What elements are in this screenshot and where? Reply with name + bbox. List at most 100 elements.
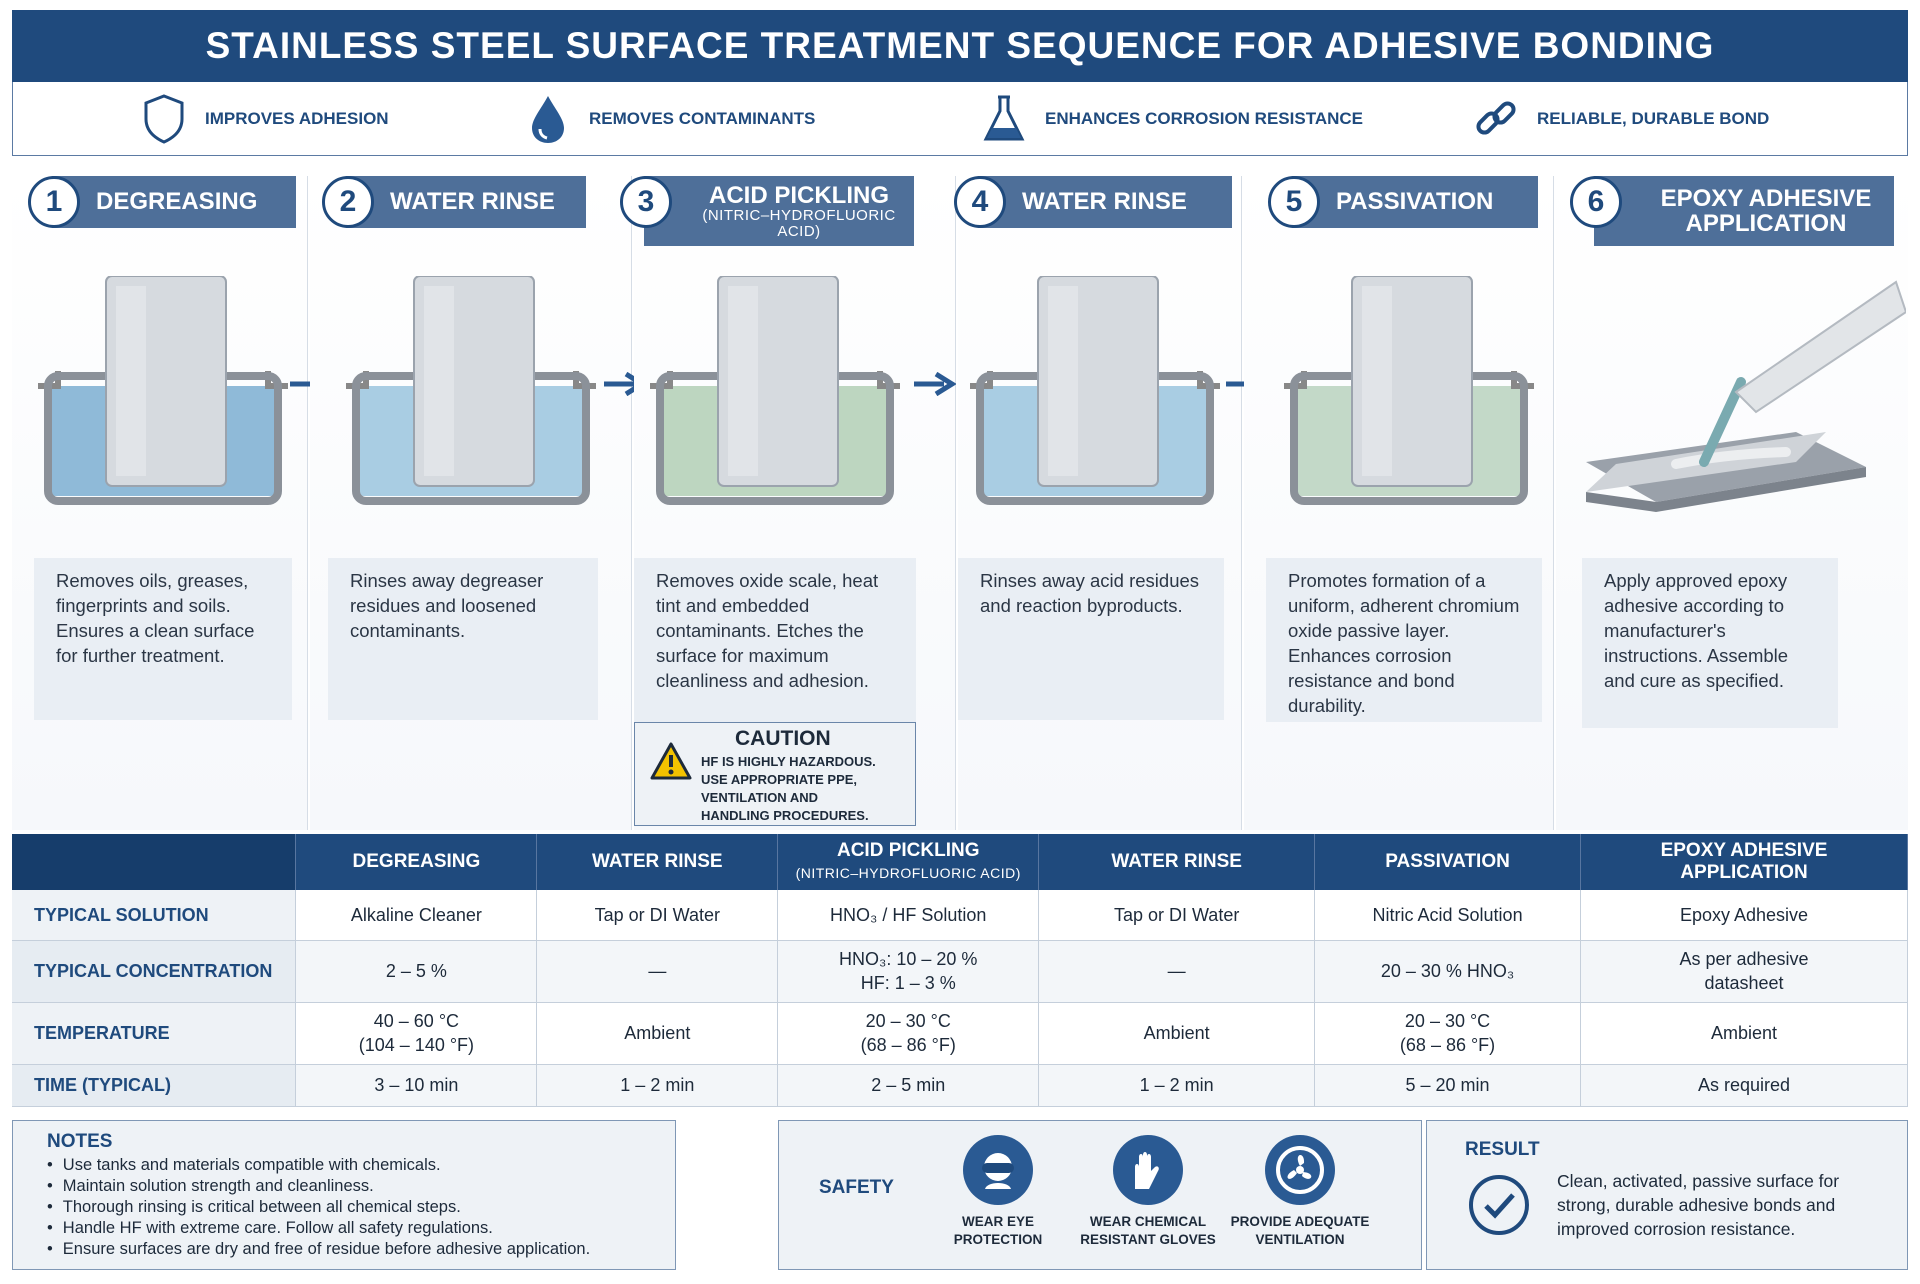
notes-box: NOTES Use tanks and materials compatible… bbox=[12, 1120, 676, 1270]
caution-text: HF IS HIGHLY HAZARDOUS. USE APPROPRIATE … bbox=[701, 753, 876, 825]
step-acid-pickling: 3 ACID PICKLING (NITRIC–HYDROFLUORIC ACI… bbox=[620, 176, 956, 830]
water-drop-icon bbox=[532, 96, 564, 143]
step-passivation: 5 PASSIVATION Promotes formation of a un… bbox=[1244, 176, 1554, 830]
note-item: Ensure surfaces are dry and free of resi… bbox=[47, 1239, 675, 1260]
step-water-rinse-2: 4 WATER RINSE Rinses away acid residues … bbox=[954, 176, 1242, 830]
table-header-row: DEGREASING WATER RINSE ACID PICKLING (NIT… bbox=[12, 834, 1908, 890]
fan-icon bbox=[1265, 1135, 1335, 1205]
row-header: TYPICAL SOLUTION bbox=[12, 890, 297, 941]
step-water-rinse-1: 2 WATER RINSE Rinses away degreaser resi… bbox=[310, 176, 632, 830]
note-item: Maintain solution strength and cleanline… bbox=[47, 1176, 675, 1197]
table-column-header: WATER RINSE bbox=[536, 834, 779, 890]
result-box: RESULT Clean, activated, passive surface… bbox=[1426, 1120, 1908, 1270]
note-item: Handle HF with extreme care. Follow all … bbox=[47, 1218, 675, 1239]
process-parameters-table: DEGREASING WATER RINSE ACID PICKLING (NIT… bbox=[12, 834, 1908, 1107]
benefits-bar: IMPROVES ADHESION REMOVES CONTAMINANTS E… bbox=[12, 82, 1908, 156]
table-cell: HNO₃: 10 – 20 % HF: 1 – 3 % bbox=[777, 940, 1040, 1003]
warning-triangle-icon bbox=[650, 742, 692, 780]
step-badge: 4 WATER RINSE bbox=[954, 176, 1232, 228]
tank-illustration bbox=[1284, 276, 1534, 505]
page-title: STAINLESS STEEL SURFACE TREATMENT SEQUEN… bbox=[12, 10, 1908, 82]
gloves-icon bbox=[1113, 1135, 1183, 1205]
adhesive-application-illustration bbox=[1586, 280, 1906, 512]
step-badge: 1 DEGREASING bbox=[28, 176, 296, 228]
step-title: DEGREASING bbox=[96, 188, 258, 216]
result-title: RESULT bbox=[1465, 1139, 1540, 1160]
caution-line: HANDLING PROCEDURES. bbox=[701, 808, 869, 823]
table-row: TIME (TYPICAL) 3 – 10 min 1 – 2 min 2 – … bbox=[12, 1064, 1908, 1107]
table-cell: As required bbox=[1580, 1064, 1908, 1107]
safety-title: SAFETY bbox=[819, 1177, 894, 1198]
step-description: Apply approved epoxy adhesive according … bbox=[1582, 558, 1838, 728]
step-title: WATER RINSE bbox=[1022, 188, 1187, 216]
caution-box: CAUTION HF IS HIGHLY HAZARDOUS. USE APPR… bbox=[634, 722, 916, 826]
table-row: TYPICAL CONCENTRATION 2 – 5 % — HNO₃: 10… bbox=[12, 940, 1908, 1003]
notes-list: Use tanks and materials compatible with … bbox=[47, 1155, 675, 1260]
benefit-improves-adhesion: IMPROVES ADHESION bbox=[141, 82, 389, 156]
table-cell: Tap or DI Water bbox=[536, 890, 779, 941]
result-text: Clean, activated, passive surface for st… bbox=[1557, 1171, 1840, 1239]
step-number: 4 bbox=[954, 176, 1006, 228]
table-cell: 1 – 2 min bbox=[536, 1064, 779, 1107]
note-item: Thorough rinsing is critical between all… bbox=[47, 1197, 675, 1218]
goggles-icon bbox=[963, 1135, 1033, 1205]
table-cell: Ambient bbox=[1580, 1002, 1908, 1065]
step-description: Removes oils, greases, fingerprints and … bbox=[34, 558, 292, 720]
caution-line: VENTILATION AND bbox=[701, 790, 818, 805]
benefit-label: IMPROVES ADHESION bbox=[205, 109, 389, 128]
table-cell: HNO₃ / HF Solution bbox=[777, 890, 1040, 941]
row-header: TIME (TYPICAL) bbox=[12, 1064, 297, 1107]
table-cell: Alkaline Cleaner bbox=[295, 890, 538, 941]
safety-item-ventilation: PROVIDE ADEQUATE VENTILATION bbox=[1225, 1135, 1375, 1249]
step-description: Rinses away degreaser residues and loose… bbox=[328, 558, 598, 720]
tank-illustration bbox=[346, 276, 596, 505]
table-column-header: ACID PICKLING (NITRIC–HYDROFLUORIC ACID) bbox=[777, 834, 1040, 890]
caution-line: USE APPROPRIATE PPE, bbox=[701, 772, 858, 787]
table-cell: — bbox=[536, 940, 779, 1003]
benefit-durable-bond: RELIABLE, DURABLE BOND bbox=[1473, 82, 1769, 156]
note-item: Use tanks and materials compatible with … bbox=[47, 1155, 675, 1176]
step-badge: 5 PASSIVATION bbox=[1268, 176, 1538, 228]
shield-icon bbox=[144, 94, 184, 144]
tank-illustration bbox=[650, 276, 900, 505]
step-description: Promotes formation of a uniform, adheren… bbox=[1266, 558, 1542, 722]
table-column-header: EPOXY ADHESIVE APPLICATION bbox=[1580, 834, 1908, 890]
table-cell: 20 – 30 °C (68 – 86 °F) bbox=[777, 1002, 1040, 1065]
step-title: WATER RINSE bbox=[390, 188, 555, 216]
table-cell: 3 – 10 min bbox=[295, 1064, 538, 1107]
step-title: EPOXY ADHESIVE APPLICATION bbox=[1660, 184, 1872, 237]
table-cell: Tap or DI Water bbox=[1038, 890, 1316, 941]
table-column-header: WATER RINSE bbox=[1038, 834, 1316, 890]
table-cell: 20 – 30 % HNO₃ bbox=[1314, 940, 1582, 1003]
chain-link-icon bbox=[1476, 101, 1516, 135]
caution-line: HF IS HIGHLY HAZARDOUS. bbox=[701, 754, 876, 769]
table-cell: 2 – 5 min bbox=[777, 1064, 1040, 1107]
table-corner-header bbox=[12, 834, 297, 890]
column-title: ACID PICKLING bbox=[836, 840, 980, 861]
table-cell: 20 – 30 °C (68 – 86 °F) bbox=[1314, 1002, 1582, 1065]
tank-illustration bbox=[970, 276, 1220, 505]
table-cell: 5 – 20 min bbox=[1314, 1064, 1582, 1107]
step-number: 3 bbox=[620, 176, 672, 228]
benefit-label: RELIABLE, DURABLE BOND bbox=[1537, 109, 1770, 128]
safety-label: WEAR EYE PROTECTION bbox=[953, 1214, 1043, 1247]
benefit-label: REMOVES CONTAMINANTS bbox=[589, 109, 816, 128]
table-cell: Ambient bbox=[536, 1002, 779, 1065]
step-number: 5 bbox=[1268, 176, 1320, 228]
table-cell: — bbox=[1038, 940, 1316, 1003]
table-cell: As per adhesive datasheet bbox=[1580, 940, 1908, 1003]
row-header: TYPICAL CONCENTRATION bbox=[12, 940, 297, 1003]
flask-icon bbox=[983, 95, 1025, 141]
benefit-removes-contaminants: REMOVES CONTAMINANTS bbox=[525, 82, 815, 156]
row-header: TEMPERATURE bbox=[12, 1002, 297, 1065]
step-title: PASSIVATION bbox=[1336, 188, 1494, 216]
step-badge: 2 WATER RINSE bbox=[322, 176, 586, 228]
step-epoxy-application: 6 EPOXY ADHESIVE APPLICATION Apply appro… bbox=[1556, 176, 1908, 830]
tank-illustration bbox=[38, 276, 288, 505]
table-cell: Nitric Acid Solution bbox=[1314, 890, 1582, 941]
table-column-header: PASSIVATION bbox=[1314, 834, 1582, 890]
table-column-header: DEGREASING bbox=[295, 834, 538, 890]
column-subtitle: (NITRIC–HYDROFLUORIC ACID) bbox=[795, 865, 1021, 881]
step-number: 1 bbox=[28, 176, 80, 228]
